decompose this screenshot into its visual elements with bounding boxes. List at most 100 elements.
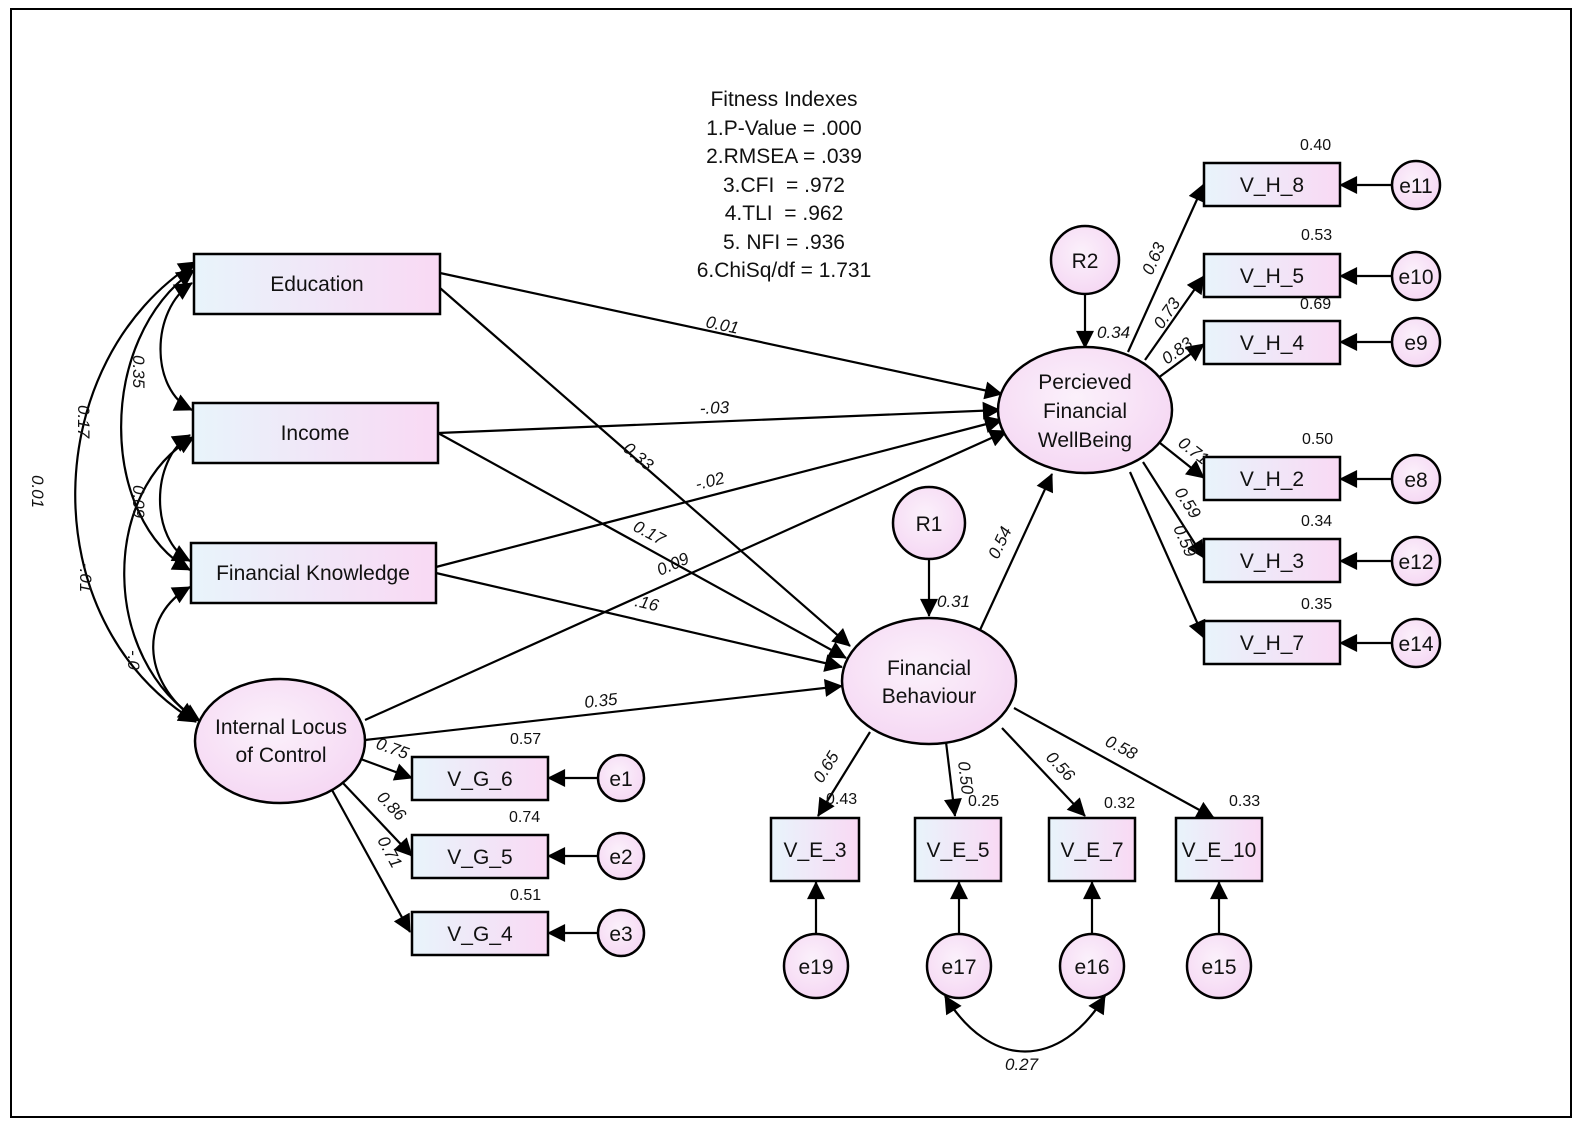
path-fk-fb	[435, 571, 843, 672]
svg-text:Financial: Financial	[1043, 400, 1127, 423]
svg-text:e16: e16	[1074, 956, 1109, 979]
cov-education-fk	[120, 269, 195, 571]
svg-text:Education: Education	[270, 273, 363, 296]
node-vh4[interactable]: V_H_4	[1202, 319, 1342, 366]
node-e1[interactable]: e1	[596, 753, 646, 803]
node-e15[interactable]: e15	[1185, 932, 1253, 1000]
svg-text:e8: e8	[1404, 469, 1427, 492]
node-r1[interactable]: R1	[891, 485, 967, 561]
node-e11[interactable]: e11	[1390, 159, 1442, 211]
loading-vh4	[1157, 343, 1205, 379]
cov-education-income	[159, 282, 193, 411]
node-ve5[interactable]: V_E_5	[913, 816, 1003, 883]
node-vg5[interactable]: V_G_5	[410, 833, 550, 880]
node-vg6[interactable]: V_G_6	[410, 755, 550, 802]
r2-ve3: 0.43	[826, 791, 857, 808]
node-e14[interactable]: e14	[1390, 617, 1442, 669]
svg-text:Financial Knowledge: Financial Knowledge	[216, 562, 410, 585]
svg-text:V_H_4: V_H_4	[1240, 332, 1305, 355]
r2-vh4: 0.69	[1300, 296, 1331, 313]
fitness-title: Fitness Indexes	[710, 88, 858, 111]
node-internal-locus-of-control[interactable]: Internal Locus of Control	[193, 677, 367, 805]
path-education-pfw	[439, 271, 1003, 400]
path-income-fb	[437, 432, 847, 659]
svg-text:V_G_4: V_G_4	[447, 923, 513, 946]
node-e17[interactable]: e17	[925, 932, 993, 1000]
coef-ilc-fb: 0.35	[583, 690, 618, 712]
node-e8[interactable]: e8	[1390, 453, 1442, 505]
node-education[interactable]: Education	[192, 252, 442, 316]
node-ve10[interactable]: V_E_10	[1174, 816, 1264, 883]
loading-vh7	[1128, 471, 1206, 639]
coef-inc-pfw: -.03	[699, 398, 729, 418]
node-e3[interactable]: e3	[596, 908, 646, 958]
node-vh5[interactable]: V_H_5	[1202, 252, 1342, 299]
r2-vh7: 0.35	[1301, 596, 1332, 613]
node-e10[interactable]: e10	[1390, 250, 1442, 302]
svg-text:e9: e9	[1404, 332, 1427, 355]
node-financial-behaviour[interactable]: Financial Behaviour	[840, 616, 1018, 746]
path-fb-pfw	[979, 473, 1054, 631]
svg-text:WellBeing: WellBeing	[1038, 429, 1132, 452]
node-vh7[interactable]: V_H_7	[1202, 619, 1342, 666]
node-perceived-financial-wellbeing[interactable]: Percieved Financial WellBeing	[996, 345, 1174, 475]
node-vh2[interactable]: V_H_2	[1202, 455, 1342, 502]
fitness-indexes: Fitness Indexes 1.P-Value = .000 2.RMSEA…	[634, 86, 934, 286]
svg-text:R1: R1	[916, 513, 943, 536]
svg-text:of Control: of Control	[235, 744, 326, 767]
node-ve3[interactable]: V_E_3	[769, 816, 861, 883]
loading-ve7	[1001, 727, 1086, 817]
r2-vh2: 0.50	[1302, 431, 1333, 448]
cov-income-fk	[158, 434, 191, 562]
node-vh8[interactable]: V_H_8	[1202, 161, 1342, 208]
loading-ve5	[944, 741, 962, 817]
r2-vg5: 0.74	[509, 809, 540, 826]
node-income[interactable]: Income	[191, 401, 440, 465]
path-income-pfw	[437, 401, 1001, 435]
svg-text:Internal Locus: Internal Locus	[215, 716, 347, 739]
fitness-line: 4.TLI = .962	[724, 202, 844, 225]
node-r2[interactable]: R2	[1049, 224, 1121, 296]
node-e9[interactable]: e9	[1390, 316, 1442, 368]
coef-fk-fb: .16	[633, 591, 661, 615]
node-vg4[interactable]: V_G_4	[410, 910, 550, 957]
coef-l-vh7: 0.59	[1169, 522, 1200, 560]
coef-l-vh5: 0.73	[1150, 294, 1185, 332]
svg-text:Behaviour: Behaviour	[882, 685, 977, 708]
coef-edu-fb: 0.33	[619, 439, 657, 475]
svg-text:e11: e11	[1399, 175, 1432, 198]
svg-text:V_E_7: V_E_7	[1060, 839, 1123, 862]
svg-text:e15: e15	[1201, 956, 1236, 979]
svg-text:Financial: Financial	[887, 657, 971, 680]
svg-text:V_H_8: V_H_8	[1240, 174, 1304, 197]
path-ilc-fb	[364, 678, 843, 742]
coef-fb-pfw: 0.54	[984, 524, 1015, 562]
svg-text:e3: e3	[609, 923, 632, 946]
svg-text:V_H_7: V_H_7	[1240, 632, 1304, 655]
cov-fk-ilc	[152, 586, 197, 721]
node-e2[interactable]: e2	[596, 831, 646, 881]
svg-text:V_G_6: V_G_6	[447, 768, 512, 791]
fitness-line: 6.ChiSq/df = 1.731	[696, 259, 872, 282]
node-vh3[interactable]: V_H_3	[1202, 537, 1342, 584]
coef-l-ve7: 0.56	[1042, 748, 1079, 786]
node-financial-knowledge[interactable]: Financial Knowledge	[189, 541, 438, 605]
node-e19[interactable]: e19	[782, 932, 850, 1000]
svg-text:V_E_3: V_E_3	[783, 839, 846, 862]
node-e16[interactable]: e16	[1058, 932, 1126, 1000]
svg-text:V_G_5: V_G_5	[447, 846, 512, 869]
svg-text:e14: e14	[1398, 633, 1433, 656]
path-ilc-pfw	[364, 429, 1008, 722]
coef-l-ve3: 0.65	[809, 748, 843, 787]
svg-text:e19: e19	[798, 956, 833, 979]
svg-text:R2: R2	[1072, 250, 1099, 273]
svg-text:e1: e1	[609, 768, 632, 791]
node-ve7[interactable]: V_E_7	[1047, 816, 1137, 883]
coef-r2-pfw: 0.34	[1097, 323, 1130, 342]
svg-text:V_H_5: V_H_5	[1240, 265, 1304, 288]
loading-ve3	[817, 731, 871, 817]
loading-vh8	[1126, 183, 1206, 353]
node-e12[interactable]: e12	[1390, 535, 1442, 587]
fitness-line: 1.P-Value = .000	[706, 116, 862, 140]
